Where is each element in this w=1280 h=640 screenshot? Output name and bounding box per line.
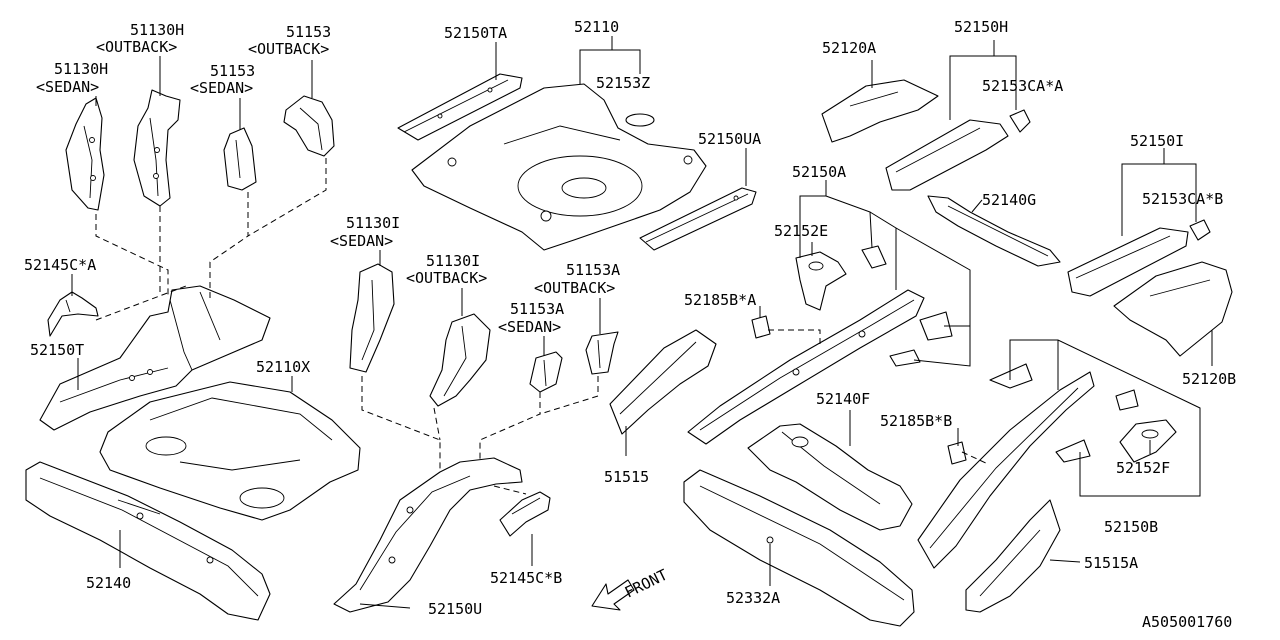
part-52140g[interactable] [927,195,1061,267]
label-52120a[interactable]: 52120A [822,39,876,57]
part-52120a[interactable] [821,79,939,143]
part-51130i-sedan[interactable] [349,263,395,373]
label-51153a-sedan-variant: <SEDAN> [498,318,561,336]
label-52332a[interactable]: 52332A [726,589,780,607]
label-52150h[interactable]: 52150H [954,18,1008,36]
label-52150i[interactable]: 52150I [1130,132,1184,150]
part-52150b[interactable] [917,363,1139,569]
part-51130i-outback[interactable] [429,313,491,407]
label-51153a-outback[interactable]: 51153A [566,261,620,279]
part-52110[interactable] [411,83,707,251]
part-52152f[interactable] [1119,419,1177,463]
label-51130i-outback[interactable]: 51130I [426,252,480,270]
label-51130i-sedan[interactable]: 51130I [346,214,400,232]
label-51130i-outback-variant: <OUTBACK> [406,269,487,287]
label-52185b-b[interactable]: 52185B*B [880,412,952,430]
label-52185b-a[interactable]: 52185B*A [684,291,756,309]
part-52185b-a[interactable] [751,315,771,339]
part-52140f[interactable] [747,423,913,531]
part-52150i[interactable] [1067,219,1211,297]
part-52140[interactable] [25,461,271,621]
leader-lines [71,36,1213,609]
part-52332a[interactable] [683,469,915,627]
part-labels: 51130H <OUTBACK> 51130H <SEDAN> 51153 <O… [24,18,1236,631]
label-52153z[interactable]: 52153Z [596,74,650,92]
part-51130h-sedan[interactable] [65,97,105,211]
part-51515[interactable] [609,329,717,435]
part-52150a[interactable] [687,245,953,445]
front-arrow-icon [591,579,635,611]
label-52110[interactable]: 52110 [574,18,619,36]
label-52150a[interactable]: 52150A [792,163,846,181]
label-51130h-outback-variant: <OUTBACK> [96,38,177,56]
label-52145c-a[interactable]: 52145C*A [24,256,96,274]
diagram-id: A505001760 [1142,613,1232,631]
label-51515[interactable]: 51515 [604,468,649,486]
label-52150ta[interactable]: 52150TA [444,24,507,42]
part-52150u[interactable] [333,457,523,613]
label-51153-sedan-variant: <SEDAN> [190,79,253,97]
part-51153a-outback[interactable] [585,331,619,375]
label-52140g[interactable]: 52140G [982,191,1036,209]
part-52150ua[interactable] [639,187,757,251]
label-52153ca-a[interactable]: 52153CA*A [982,77,1063,95]
part-52150ta[interactable] [397,73,523,141]
label-52153ca-b[interactable]: 52153CA*B [1142,190,1223,208]
label-52145c-b[interactable]: 52145C*B [490,569,562,587]
label-51153a-sedan[interactable]: 51153A [510,300,564,318]
part-51130h-outback[interactable] [133,89,181,207]
part-51153a-sedan[interactable] [529,351,563,393]
label-52150u[interactable]: 52150U [428,600,482,618]
part-52145c-a[interactable] [47,291,99,337]
label-52150b[interactable]: 52150B [1104,518,1158,536]
part-52150h[interactable] [885,109,1031,191]
part-52152e[interactable] [795,251,847,311]
part-51153-outback[interactable] [283,95,335,157]
part-51515a[interactable] [965,499,1061,613]
part-52110x[interactable] [99,381,361,521]
label-52152f[interactable]: 52152F [1116,459,1170,477]
label-52140f[interactable]: 52140F [816,390,870,408]
part-52153z[interactable] [625,113,655,127]
part-52145c-b[interactable] [499,491,551,537]
assembly-lines [95,158,989,495]
label-51130h-sedan[interactable]: 51130H [54,60,108,78]
label-52120b[interactable]: 52120B [1182,370,1236,388]
label-52152e[interactable]: 52152E [774,222,828,240]
label-51130i-sedan-variant: <SEDAN> [330,232,393,250]
label-51130h-sedan-variant: <SEDAN> [36,78,99,96]
part-52150t[interactable] [39,285,271,431]
part-52185b-b[interactable] [947,441,967,465]
label-51153-outback-variant: <OUTBACK> [248,40,329,58]
label-51130h-outback[interactable]: 51130H [130,21,184,39]
part-51153-sedan[interactable] [223,127,257,191]
label-51153a-outback-variant: <OUTBACK> [534,279,615,297]
label-51153-outback[interactable]: 51153 [286,23,331,41]
label-52140[interactable]: 52140 [86,574,131,592]
label-52150ua[interactable]: 52150UA [698,130,761,148]
label-51515a[interactable]: 51515A [1084,554,1138,572]
label-52110x[interactable]: 52110X [256,358,310,376]
label-51153-sedan[interactable]: 51153 [210,62,255,80]
part-52120b[interactable] [1113,261,1233,357]
label-front: FRONT [622,566,670,602]
label-52150t[interactable]: 52150T [30,341,84,359]
